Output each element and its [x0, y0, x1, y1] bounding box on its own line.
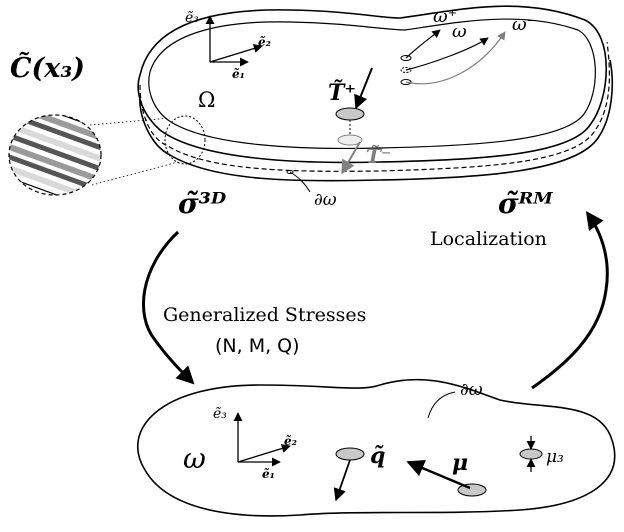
boundary-bottom-pointer [427, 391, 456, 419]
boundary-top-pointer [289, 171, 311, 193]
generalized-stresses-vars: (N, M, Q) [215, 335, 300, 357]
e3-top-label: ẽ₃ [185, 10, 199, 26]
moment-mu3 [519, 436, 543, 472]
mu-label: μ [452, 450, 468, 476]
load-q [333, 447, 365, 502]
sigma-rm-label: σ̃ᴿᴹ [498, 187, 553, 220]
e2-bottom-label: ẽ₂ [284, 434, 297, 448]
constitutive-label: C̃(x₃) [10, 51, 85, 84]
moment-mu [406, 460, 487, 497]
plate-mid-surface [139, 41, 611, 172]
omega-minus-label: ω⁻ [512, 14, 536, 35]
mu3-label: μ₃ [546, 447, 564, 467]
bottom-axes [233, 412, 291, 467]
omega-label: Ω [198, 88, 215, 112]
localization-label: Localization [430, 228, 547, 250]
plate-top-inner [148, 18, 596, 150]
top-axes [205, 15, 263, 67]
e2-top-label: ẽ₂ [258, 35, 271, 49]
plate-top-surface [137, 5, 608, 164]
omega-bottom-label: ω [183, 442, 206, 475]
arrow-localization [531, 211, 609, 390]
omega-mid-label: ω [452, 21, 467, 42]
q-label: q̃ [370, 443, 385, 469]
traction-top [335, 67, 373, 175]
sigma-3d-label: σ̃³ᴰ [178, 187, 227, 220]
plate-bottom-surface [139, 59, 614, 182]
surface-pointers [400, 29, 506, 85]
generalized-stresses-label: Generalized Stresses [163, 304, 366, 326]
e1-bottom-label: ẽ₁ [262, 467, 275, 481]
boundary-top-label: ∂ω [314, 190, 337, 210]
arrow-generalized-stresses [142, 230, 195, 385]
e1-top-label: ẽ₁ [232, 67, 245, 81]
plate-2d [136, 378, 616, 517]
t-plus-label: T̃⁺ [328, 80, 356, 106]
e3-bottom-label: ẽ₃ [213, 406, 227, 422]
t-minus-label: T̃⁻ [366, 144, 391, 168]
omega-plus-label: ω⁺ [433, 6, 457, 27]
boundary-bottom-label: ∂ω [460, 380, 483, 400]
plate-3d [137, 5, 614, 182]
